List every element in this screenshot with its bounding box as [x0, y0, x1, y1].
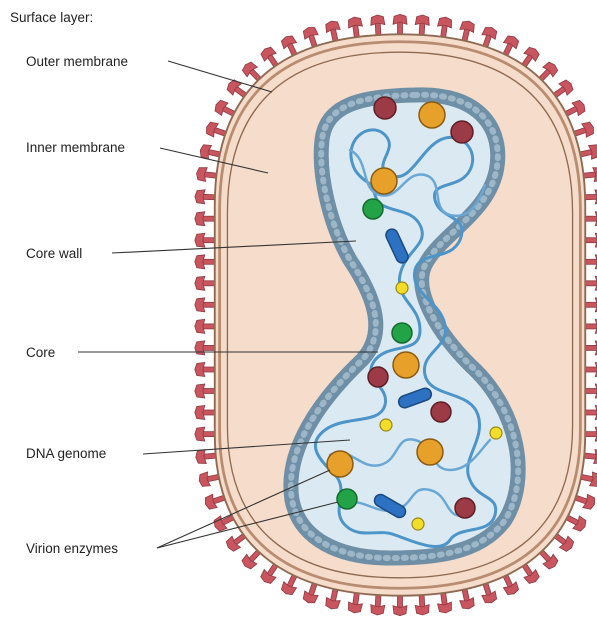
label-virion-enzymes: Virion enzymes: [26, 541, 118, 556]
enzyme-yellow: [490, 427, 502, 439]
label-core: Core: [26, 345, 55, 360]
surface-spike: [195, 341, 215, 355]
enzyme-maroon: [431, 402, 451, 422]
surface-spike: [585, 341, 597, 355]
label-outer-membrane: Outer membrane: [26, 54, 128, 69]
surface-spike: [585, 276, 597, 290]
surface-spike: [585, 255, 597, 269]
surface-spike: [324, 20, 342, 43]
surface-spike: [347, 16, 363, 38]
surface-spike: [196, 166, 217, 182]
enzyme-green: [363, 199, 383, 219]
enzyme-orange: [393, 352, 419, 378]
surface-spike: [585, 384, 597, 398]
surface-spike: [585, 190, 597, 205]
surface-spike: [370, 595, 385, 616]
surface-spike: [198, 470, 220, 488]
label-inner-membrane: Inner membrane: [26, 140, 125, 155]
surface-spike: [195, 212, 215, 226]
surface-spike: [436, 16, 453, 38]
surface-spike: [393, 596, 407, 616]
surface-spike: [585, 427, 597, 441]
surface-spike: [415, 595, 430, 616]
enzyme-yellow: [396, 282, 408, 294]
surface-spike: [195, 233, 215, 247]
enzyme-maroon: [374, 97, 396, 119]
surface-spike: [436, 592, 452, 614]
enzyme-orange: [327, 451, 353, 477]
enzyme-orange: [419, 102, 445, 128]
surface-spike: [347, 592, 364, 614]
surface-spike: [195, 363, 215, 377]
surface-spike: [415, 15, 430, 36]
surface-spike: [585, 233, 597, 247]
enzyme-maroon: [451, 121, 473, 143]
surface-spike: [195, 406, 215, 420]
enzyme-orange: [371, 168, 397, 194]
enzyme-green: [392, 323, 412, 343]
surface-spike: [195, 384, 215, 398]
surface-spike: [458, 20, 476, 43]
surface-spike: [585, 298, 597, 312]
enzyme-yellow: [412, 518, 424, 530]
label-surface-layer: Surface layer:: [10, 10, 93, 25]
surface-spike: [585, 363, 597, 377]
surface-spike: [585, 406, 597, 420]
surface-spike: [370, 15, 385, 36]
surface-spike: [195, 276, 215, 290]
surface-spike: [393, 14, 407, 34]
surface-spike: [195, 449, 216, 465]
surface-spike: [195, 427, 215, 441]
label-core-wall: Core wall: [26, 246, 82, 261]
surface-spike: [195, 298, 215, 312]
enzyme-maroon: [455, 498, 475, 518]
enzyme-maroon: [368, 367, 388, 387]
enzyme-orange: [417, 439, 443, 465]
enzyme-green: [337, 489, 357, 509]
label-dna-genome: DNA genome: [26, 446, 106, 461]
enzyme-yellow: [380, 419, 392, 431]
surface-spike: [584, 449, 597, 465]
surface-spike: [199, 143, 221, 161]
surface-spike: [195, 190, 215, 205]
surface-spike: [585, 212, 597, 226]
surface-spike: [195, 319, 215, 333]
surface-spike: [195, 255, 215, 269]
surface-spike: [585, 319, 597, 333]
